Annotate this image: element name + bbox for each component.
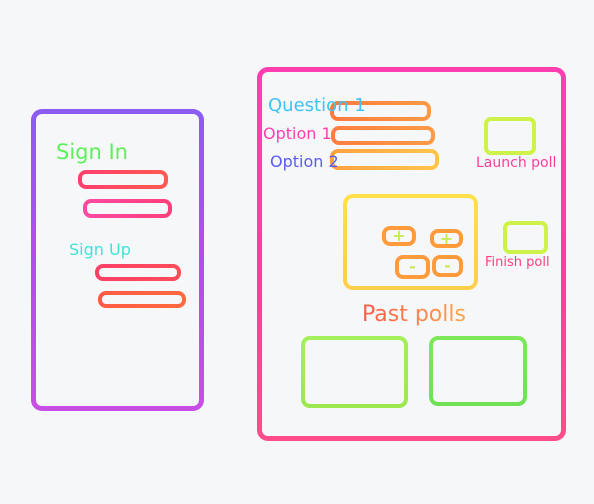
question-input[interactable]: [330, 101, 431, 121]
sign-in-title: Sign In: [56, 140, 128, 164]
sign-up-title: Sign Up: [69, 240, 131, 259]
option-1-label: Option 1: [263, 124, 332, 143]
sign-up-username-field[interactable]: [95, 264, 181, 281]
launch-poll-label: Launch poll: [476, 155, 557, 171]
past-poll-card[interactable]: [429, 336, 527, 406]
option-1-input[interactable]: [331, 126, 435, 145]
sign-up-password-field[interactable]: [98, 291, 186, 308]
past-poll-card[interactable]: [301, 336, 408, 408]
finish-poll-label: Finish poll: [485, 255, 550, 270]
finish-poll-button[interactable]: [503, 221, 548, 254]
minus-button-option-1[interactable]: -: [395, 255, 430, 279]
sign-in-panel: [31, 109, 204, 411]
question-label: Question 1: [268, 95, 366, 116]
minus-button-option-2[interactable]: -: [432, 255, 463, 277]
sign-in-username-field[interactable]: [78, 170, 168, 189]
plus-button-option-1[interactable]: +: [382, 226, 416, 246]
past-polls-title: Past polls: [362, 302, 466, 327]
sign-in-password-field[interactable]: [83, 199, 172, 218]
option-2-label: Option 2: [270, 152, 339, 171]
launch-poll-button[interactable]: [484, 117, 536, 155]
option-2-input[interactable]: [330, 149, 439, 170]
plus-button-option-2[interactable]: +: [430, 229, 463, 248]
